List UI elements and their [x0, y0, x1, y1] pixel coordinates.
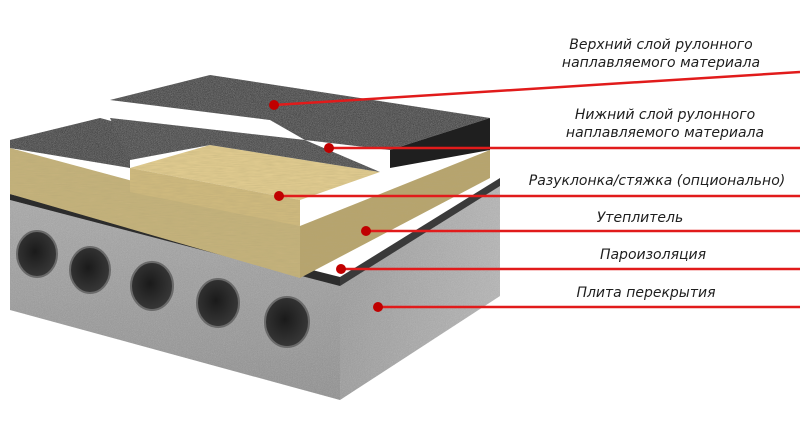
marker-slab	[373, 302, 383, 312]
label-line: Разуклонка/стяжка (опционально)	[528, 173, 786, 189]
top-membrane-edge	[390, 118, 490, 168]
screed-layer	[130, 145, 380, 226]
top-membrane-layer	[110, 75, 490, 168]
leader-lines	[273, 70, 800, 309]
label-vapor-barrier: Пароизоляция	[578, 246, 728, 264]
top-membrane-surface	[110, 75, 490, 150]
slab-hole	[130, 261, 174, 311]
screed-top	[130, 145, 380, 200]
insulation-front	[10, 148, 300, 278]
leader-line-top-membrane	[273, 70, 800, 107]
slab-hole	[69, 246, 111, 294]
label-top-membrane: Верхний слой рулонного наплавляемого мат…	[556, 36, 766, 72]
marker-lower-membrane	[324, 143, 334, 153]
label-lower-membrane: Нижний слой рулонного наплавляемого мате…	[545, 106, 785, 142]
insulation-side	[300, 150, 490, 278]
label-line: Плита перекрытия	[576, 285, 716, 301]
lower-membrane-top	[10, 118, 130, 168]
label-line: Верхний слой рулонного	[569, 37, 753, 53]
slab-hollow-cores	[16, 230, 310, 348]
marker-screed	[274, 191, 284, 201]
label-line: Утеплитель	[596, 210, 684, 226]
label-insulation: Утеплитель	[570, 209, 710, 227]
slab-side-face	[340, 185, 500, 400]
insulation-layer	[10, 148, 490, 278]
slab-hole	[16, 230, 58, 278]
slab-layer	[10, 185, 500, 400]
label-screed: Разуклонка/стяжка (опционально)	[514, 172, 800, 190]
label-line: Пароизоляция	[599, 247, 707, 263]
lower-membrane-layer	[10, 118, 380, 172]
markers	[269, 100, 383, 312]
screed-front	[130, 168, 300, 226]
label-line: наплавляемого материала	[565, 125, 765, 141]
label-line: Нижний слой рулонного	[574, 107, 756, 123]
marker-insulation	[361, 226, 371, 236]
marker-vapor-barrier	[336, 264, 346, 274]
lower-membrane-strip	[110, 118, 380, 172]
label-slab: Плита перекрытия	[556, 284, 736, 302]
slab-hole	[196, 278, 240, 328]
label-line: наплавляемого материала	[561, 55, 761, 71]
slab-hole	[264, 296, 310, 348]
marker-top-membrane	[269, 100, 279, 110]
